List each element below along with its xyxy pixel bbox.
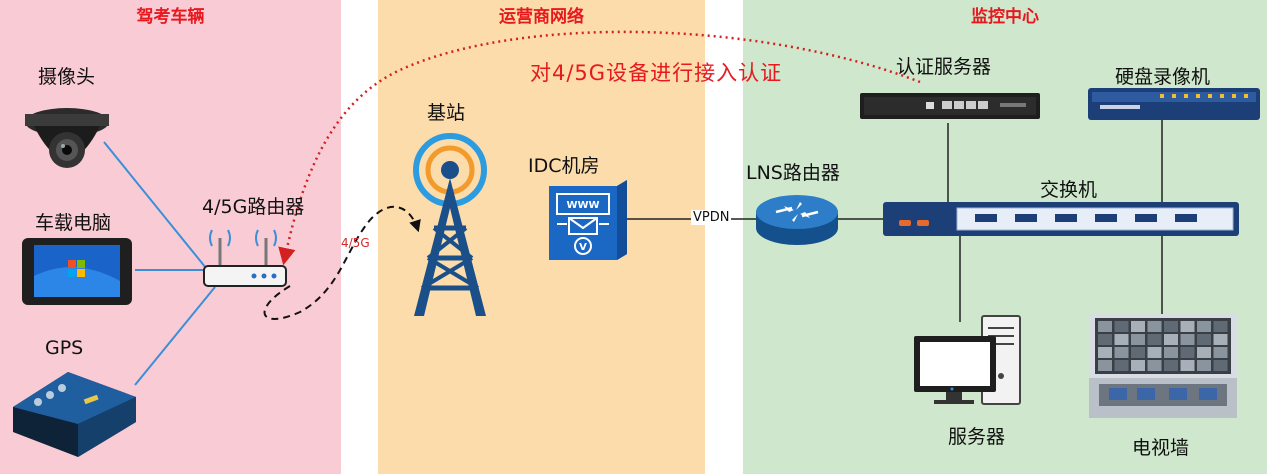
tv-wall-screen — [1098, 334, 1112, 345]
tv-wall-screen — [1197, 334, 1211, 345]
tv-wall-screen — [1197, 347, 1211, 358]
link-auth — [278, 30, 921, 266]
label-wireless-4-5g: 4/5G — [341, 236, 370, 250]
tv-wall-screen — [1114, 347, 1129, 358]
label-car-pc: 车载电脑 — [35, 212, 112, 234]
label-tv-wall: 电视墙 — [1132, 437, 1190, 459]
zone-title-monitor: 监控中心 — [971, 7, 1039, 27]
label-base-station: 基站 — [427, 102, 466, 124]
server-icon — [914, 315, 1021, 405]
dvr-icon — [1088, 88, 1260, 120]
label-camera: 摄像头 — [38, 66, 96, 88]
tv-wall-screen — [1180, 321, 1195, 332]
tv-wall-screen — [1147, 321, 1162, 332]
tv-wall-screen — [1131, 321, 1145, 332]
tv-wall-screen — [1098, 321, 1112, 332]
router-icon — [203, 229, 287, 287]
tv-wall-screen — [1197, 360, 1211, 371]
tv-wall-screen — [1131, 334, 1145, 345]
lns-router-icon — [756, 195, 838, 245]
camera-icon — [25, 108, 109, 168]
label-switch: 交换机 — [1040, 179, 1098, 201]
label-idc: IDC机房 — [528, 155, 600, 177]
tv-wall-icon — [1089, 314, 1237, 418]
tv-wall-screen — [1213, 334, 1228, 345]
tv-wall-screen — [1197, 321, 1211, 332]
tv-wall-screen — [1213, 321, 1228, 332]
zone-title-carrier: 运营商网络 — [499, 7, 584, 27]
label-dvr: 硬盘录像机 — [1115, 66, 1211, 88]
auth-server-icon — [860, 93, 1040, 119]
tv-wall-screen — [1164, 321, 1178, 332]
tv-wall-screen — [1131, 360, 1145, 371]
tv-wall-screen — [1180, 347, 1195, 358]
label-auth-server: 认证服务器 — [896, 56, 992, 78]
tv-wall-screen — [1213, 360, 1228, 371]
tv-wall-screen — [1213, 347, 1228, 358]
label-router: 4/5G路由器 — [202, 196, 305, 218]
tv-wall-screen — [1180, 334, 1195, 345]
tv-wall-screen — [1147, 360, 1162, 371]
switch-icon — [883, 202, 1239, 236]
antenna-tower-icon — [413, 133, 487, 316]
tv-wall-screen — [1164, 334, 1178, 345]
label-vpdn: VPDN — [691, 210, 732, 225]
tv-wall-screen — [1114, 360, 1129, 371]
tv-wall-screen — [1147, 347, 1162, 358]
label-lns: LNS路由器 — [746, 162, 840, 184]
tv-wall-screen — [1114, 334, 1129, 345]
idc-www-text: WWW — [566, 200, 599, 211]
tv-wall-screen — [1147, 334, 1162, 345]
tv-wall-screen — [1131, 347, 1145, 358]
tv-wall-screen — [1180, 360, 1195, 371]
label-auth-link: 对4/5G设备进行接入认证 — [530, 61, 783, 85]
link-camera-router — [103, 141, 207, 269]
zone-carrier: 运营商网络 — [378, 0, 705, 474]
tv-wall-screen — [1114, 321, 1129, 332]
tv-wall-screen — [1098, 360, 1112, 371]
gps-device-icon — [13, 372, 136, 457]
www-envelope-v-icon: WWW V — [549, 180, 627, 260]
tv-wall-screen — [1164, 347, 1178, 358]
link-router-basestation — [263, 205, 421, 320]
label-gps: GPS — [45, 337, 84, 359]
idc-v-text: V — [579, 242, 587, 253]
tablet-icon — [22, 238, 132, 305]
zone-title-vehicle: 驾考车辆 — [136, 7, 205, 27]
tv-wall-screen — [1164, 360, 1178, 371]
tv-wall-screen — [1098, 347, 1112, 358]
link-gps-router — [134, 286, 216, 386]
label-server: 服务器 — [948, 426, 1006, 448]
